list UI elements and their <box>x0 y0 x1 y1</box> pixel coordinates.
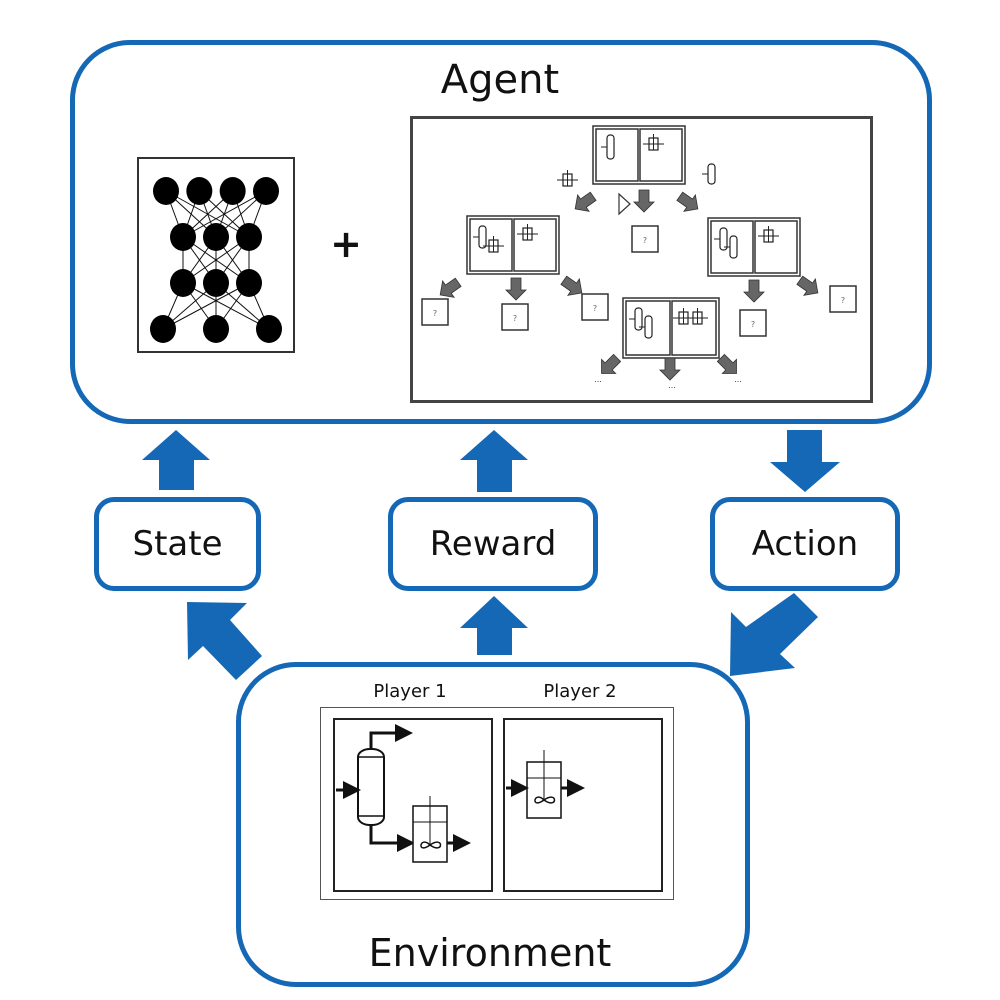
neural-network-frame <box>137 157 295 353</box>
action-label: Action <box>751 524 859 564</box>
tree-branch-arrow <box>574 191 597 212</box>
tree-right-panel <box>639 128 683 182</box>
unknown-state-node <box>581 293 609 321</box>
reward-label: Reward <box>429 524 557 564</box>
player-1-panel <box>333 718 493 892</box>
distillation-column-icon <box>336 724 415 852</box>
nn-neuron <box>203 315 229 343</box>
player-1-label: Player 1 <box>373 681 447 702</box>
plus-sign: + <box>330 222 362 266</box>
arrow-action-to-env <box>730 593 818 676</box>
arrow-reward-to-agent <box>460 430 528 492</box>
nn-neuron <box>203 223 229 251</box>
tree-branch-arrow <box>633 189 655 213</box>
tree-right-panel <box>754 220 798 274</box>
environment-box <box>236 662 750 987</box>
arrow-state-to-agent <box>142 430 210 490</box>
player-2-reactor-icon <box>506 750 585 819</box>
tree-left-panel <box>595 128 639 182</box>
unknown-symbol: ? <box>593 304 597 313</box>
nn-neuron <box>203 269 229 297</box>
search-tree-frame <box>410 116 873 403</box>
tree-branch-arrow <box>505 277 527 301</box>
unknown-symbol: ? <box>841 296 845 305</box>
tree-branch-arrow <box>796 275 819 296</box>
arrow-agent-to-action <box>770 430 840 492</box>
tree-right-panel <box>671 300 717 356</box>
nn-neuron <box>153 177 179 205</box>
tree-left-panel <box>625 300 671 356</box>
unknown-symbol: ? <box>513 314 517 323</box>
tree-right-panel <box>513 218 557 272</box>
tree-branch-arrow <box>743 279 765 303</box>
unknown-state-node <box>631 225 659 253</box>
nn-connection <box>162 282 250 330</box>
unknown-state-node <box>739 309 767 337</box>
nn-neuron <box>256 315 282 343</box>
player-2-panel <box>503 718 663 892</box>
tree-left-panel <box>469 218 513 272</box>
tree-action-icon <box>618 192 631 216</box>
nn-neuron <box>236 269 262 297</box>
nn-neuron <box>236 223 262 251</box>
arrow-env-to-reward <box>460 596 528 655</box>
nn-neuron <box>253 177 279 205</box>
tree-branch-arrow <box>676 191 699 212</box>
tree-ellipsis: ... <box>734 375 742 384</box>
stirred-reactor-icon <box>412 796 471 863</box>
nn-connection <box>182 282 270 330</box>
tree-branch-arrow <box>560 275 583 296</box>
unknown-state-node <box>829 285 857 313</box>
arrow-env-to-state <box>187 602 262 680</box>
unknown-state-node <box>421 298 449 326</box>
nn-neuron <box>219 177 246 205</box>
tree-branch-arrow <box>659 357 681 381</box>
tree-left-panel <box>710 220 754 274</box>
action-box <box>710 497 900 591</box>
environment-title: Environment <box>368 931 612 975</box>
unknown-state-node <box>501 303 529 331</box>
tree-branch-arrow <box>716 353 737 374</box>
state-box <box>94 497 261 591</box>
players-outer-frame <box>320 707 674 900</box>
tree-ellipsis: ... <box>668 381 676 390</box>
tree-ellipsis: ... <box>594 375 602 384</box>
tree-branch-arrow <box>601 353 622 374</box>
player-2-label: Player 2 <box>543 681 617 702</box>
nn-neuron <box>150 315 176 343</box>
neural-network-graph <box>150 177 282 343</box>
nn-neuron <box>170 223 196 251</box>
reward-box <box>388 497 598 591</box>
unknown-symbol: ? <box>643 236 647 245</box>
nn-neuron <box>186 177 213 205</box>
unknown-symbol: ? <box>433 309 437 318</box>
unknown-symbol: ? <box>751 320 755 329</box>
nn-connection <box>182 190 267 238</box>
state-label: State <box>132 524 223 564</box>
tree-branch-arrow <box>439 277 462 298</box>
nn-neuron <box>170 269 196 297</box>
nn-connection <box>182 236 250 284</box>
agent-title: Agent <box>440 57 560 103</box>
search-tree: ??????......... <box>421 125 857 390</box>
